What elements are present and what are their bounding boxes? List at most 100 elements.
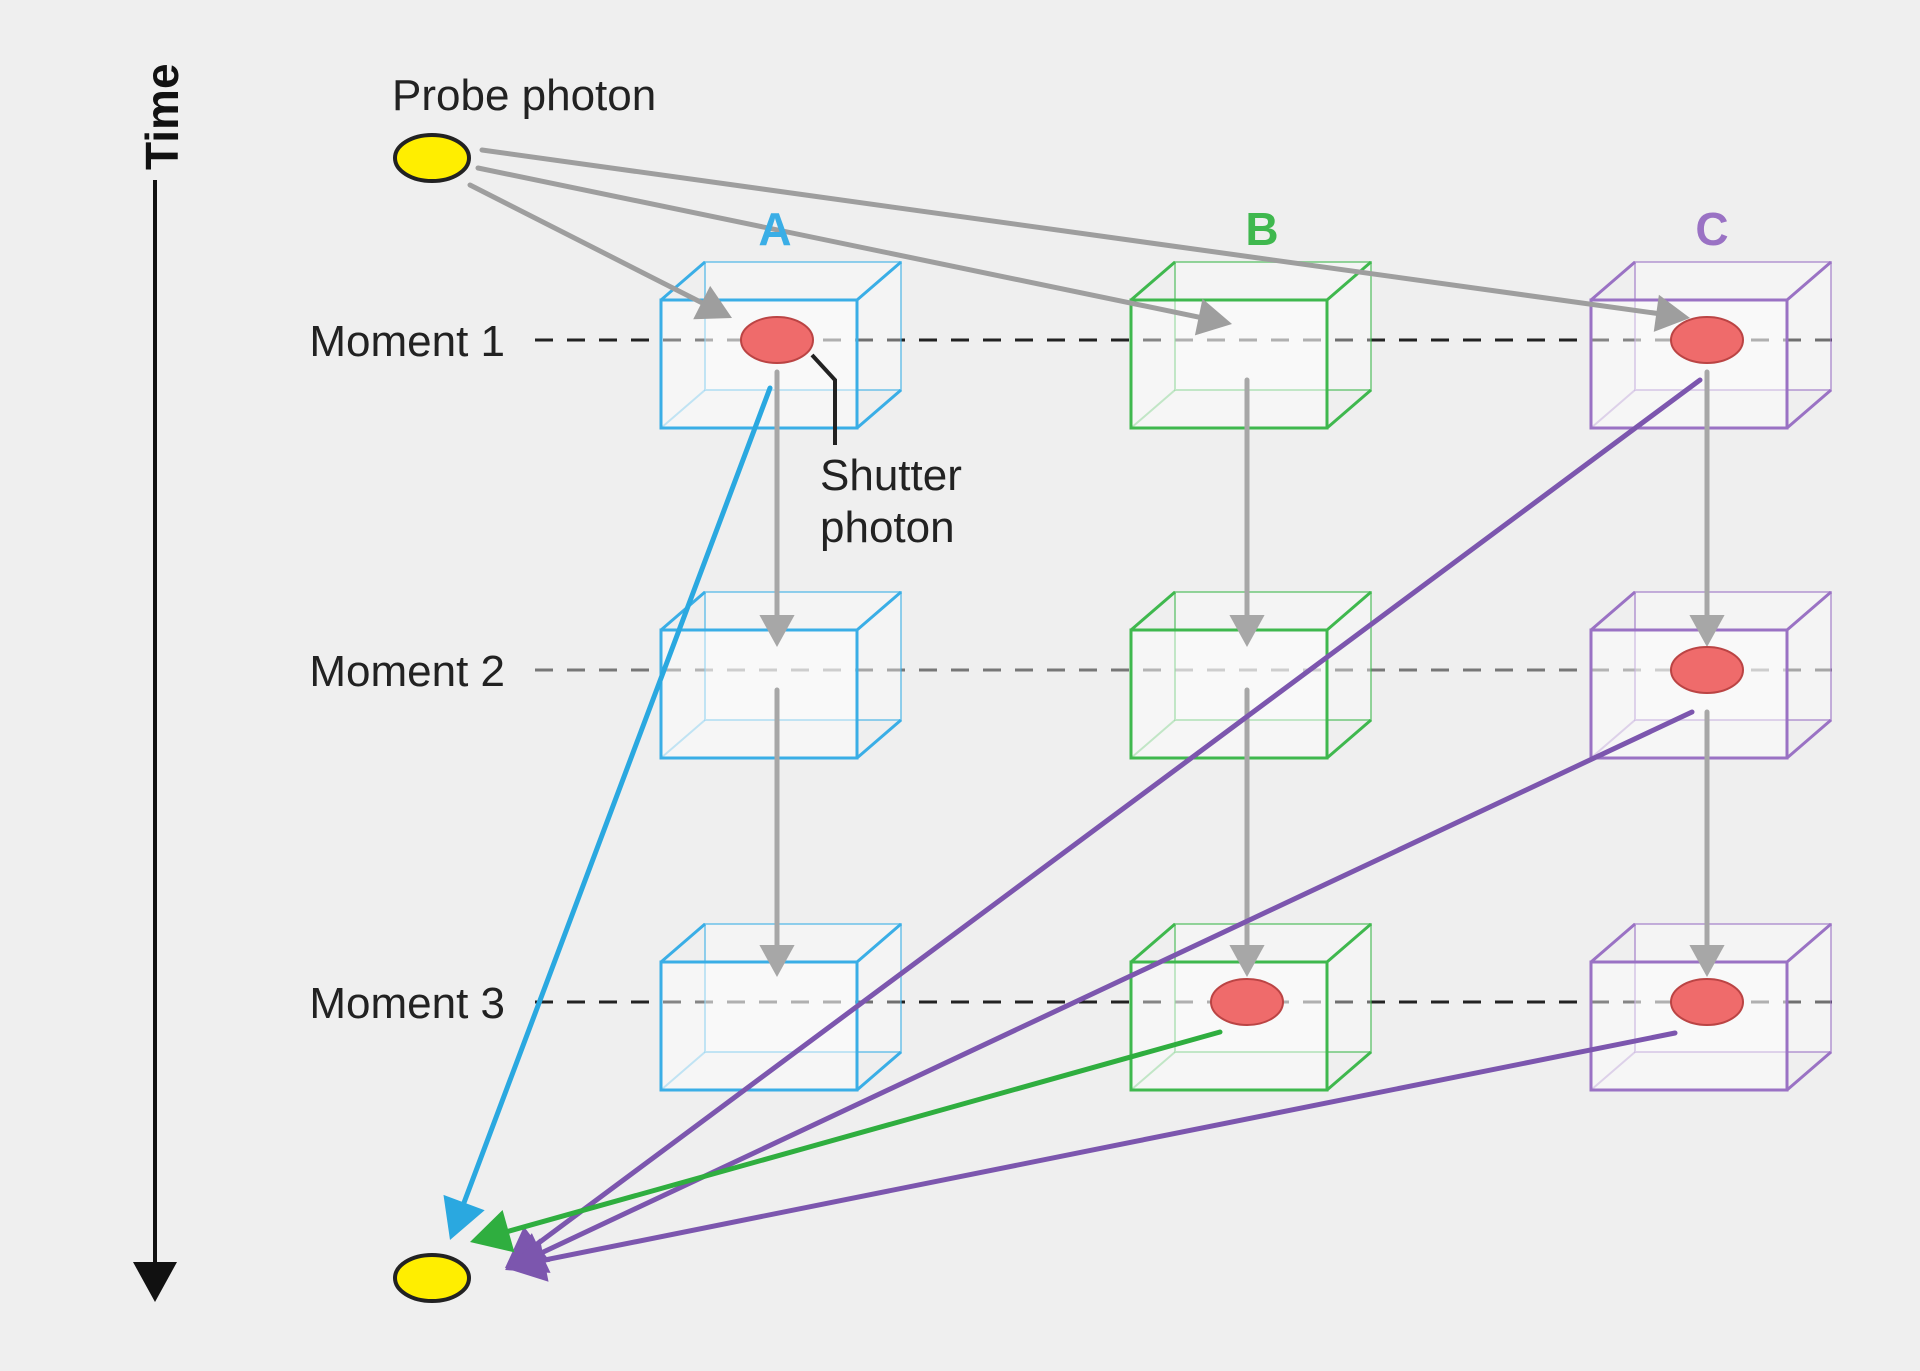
column-b-label: B [1245,203,1278,255]
cube-edge [660,719,706,759]
moment-1-label: Moment 1 [309,317,505,366]
exit-arrow-c-moment2-line [527,709,1695,1261]
exit-arrow-c-moment1-line [524,377,1703,1254]
cube-edge [1326,590,1372,632]
cube-front-face [1589,960,1789,1092]
cube-edge [1786,590,1832,632]
probe-photon-end [393,1253,471,1303]
cube-edge [1786,1050,1832,1092]
moment-dashed-lines [535,338,1832,1004]
cube-b-moment-2 [1129,590,1372,760]
probe-photon-start [393,133,471,183]
cube-edge [1130,1051,1176,1091]
exit-arrows [443,377,1703,1282]
probe-arrow-a-head [693,285,732,320]
cube-edge [856,260,902,302]
shutter-photon-c-moment-3 [1670,978,1744,1026]
column-labels: A B C [758,203,1728,255]
cube-edge [1786,260,1832,302]
probe-arrow-c-line [479,147,1669,318]
cube-c-moment-3 [1589,922,1832,1092]
cube-edge [660,922,706,964]
exit-arrow-a-blue-head [443,1194,485,1240]
gray-arrow-a-2-head [759,945,795,977]
probe-arrow-c-head [1653,294,1690,332]
moment-labels: Moment 1 Moment 2 Moment 3 [309,317,505,1028]
probe-arrow-b-head [1194,298,1232,336]
shutter-photon-a-moment-1 [740,316,814,364]
cube-edge [1590,389,1636,429]
cubes [659,260,1832,1092]
cube-edge [660,389,706,429]
exit-arrow-c-moment3-head [505,1238,549,1282]
cube-edge [1130,719,1176,759]
moment-2-label: Moment 2 [309,647,505,696]
shutter-photon-callout: Shutter photon [810,353,962,552]
cube-edge [1786,388,1832,430]
cube-edge [856,388,902,430]
cube-edge [1326,1050,1372,1092]
gray-arrows [467,147,1725,977]
column-a-label: A [758,203,791,255]
cube-edge [1590,260,1636,302]
cube-edge [1130,260,1176,302]
cube-edge [1130,389,1176,429]
cube-front-face [659,960,859,1092]
shutter-callout-line [810,353,837,445]
shutter-photon-b-moment-3 [1210,978,1284,1026]
cube-edge [1590,922,1636,964]
gray-arrow-c-1-head [1689,615,1725,647]
gray-arrow-b-2-head [1229,945,1265,977]
shutter-photon-c-moment-2 [1670,646,1744,694]
exit-arrow-b-green-line [494,1029,1223,1237]
cube-edge [856,1050,902,1092]
exit-arrow-c-moment3-line [529,1030,1678,1265]
probe-arrow-a-line [467,182,714,310]
cube-edge [1786,718,1832,760]
cube-edge [1590,590,1636,632]
probe-arrow-b-line [475,165,1212,322]
shutter-photon-label-line2: photon [820,503,955,552]
cube-front-face [1129,298,1329,430]
gray-arrow-c-2-head [1689,945,1725,977]
time-axis-arrowhead [133,1262,177,1302]
cube-edge [856,922,902,964]
exit-arrow-b-green-head [470,1210,515,1253]
cube-a-moment-3 [659,922,902,1092]
shutter-photon-label-line1: Shutter [820,451,962,500]
cube-edge [1326,260,1372,302]
cube-a-moment-2 [659,590,902,760]
cube-edge [1130,922,1176,964]
cube-edge [1590,719,1636,759]
cube-edge [1326,922,1372,964]
probe-photon-label: Probe photon [392,71,656,120]
cube-edge [660,590,706,632]
shutter-photon-c-moment-1 [1670,316,1744,364]
moment-3-label: Moment 3 [309,979,505,1028]
cube-edge [1590,1051,1636,1091]
cube-back-face [704,591,902,721]
cube-edge [1326,388,1372,430]
exit-arrow-a-blue-line [457,385,773,1217]
cube-edge [660,1051,706,1091]
cube-back-face [1634,923,1832,1053]
gray-arrow-b-1-head [1229,615,1265,647]
cube-front-face [659,628,859,760]
column-c-label: C [1695,203,1728,255]
gray-arrow-a-1-head [759,615,795,647]
cube-back-face [704,923,902,1053]
time-axis-label: Time [136,63,188,170]
cube-front-face [1129,628,1329,760]
cube-edge [660,260,706,302]
cube-edge [1786,922,1832,964]
shutter-photons [740,316,1744,1026]
cube-edge [856,590,902,632]
cube-edge [856,718,902,760]
cube-edge [1130,590,1176,632]
probe-photons [393,133,471,1303]
cube-back-face [1174,591,1372,721]
time-axis: Time [133,63,188,1302]
cube-edge [1326,718,1372,760]
